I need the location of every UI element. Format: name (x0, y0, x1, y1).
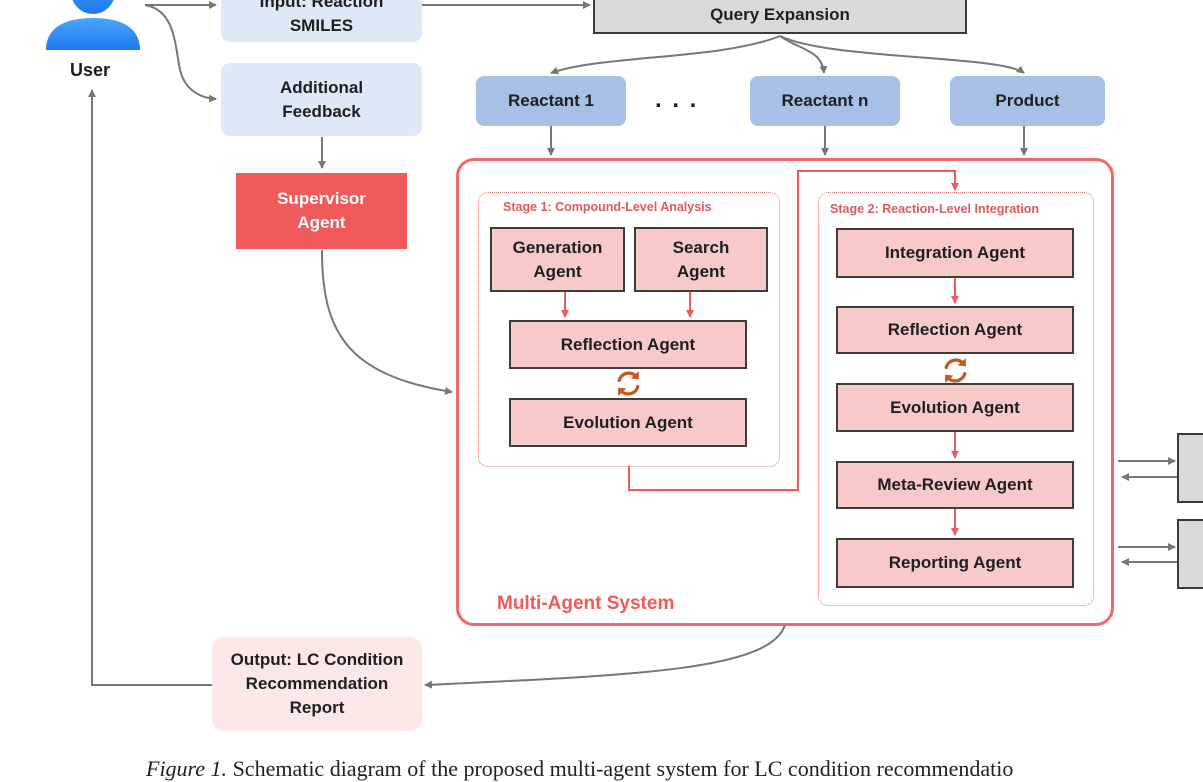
refresh-cycle-icon (617, 371, 640, 396)
external-tool-box-1 (1177, 433, 1203, 503)
generation-agent-box: Generation Agent (490, 227, 625, 292)
input-reaction-smiles-box: Input: Reaction SMILES (221, 0, 422, 42)
stage1-reflection-agent-box: Reflection Agent (509, 320, 747, 369)
meta-review-agent-box: Meta-Review Agent (836, 461, 1074, 509)
user-avatar-icon (46, 0, 140, 50)
search-agent-box: Search Agent (634, 227, 768, 292)
reactant-n-box: Reactant n (750, 76, 900, 126)
stage-2-container (818, 192, 1094, 606)
arrow-query-to-product (779, 35, 1025, 74)
arrow-output-to-user (88, 89, 212, 686)
product-box: Product (950, 76, 1105, 126)
arrow-system-to-output (424, 624, 786, 689)
figure-caption: Figure 1. Schematic diagram of the propo… (146, 756, 1013, 782)
stage2-reflection-agent-box: Reflection Agent (836, 306, 1074, 354)
caption-text: Schematic diagram of the proposed multi-… (227, 756, 1014, 781)
additional-feedback-box: Additional Feedback (221, 63, 422, 136)
reactant-ellipsis: . . . (655, 86, 699, 113)
arrow-user-to-feedback (144, 4, 217, 103)
stage-2-title: Stage 2: Reaction-Level Integration (830, 202, 1040, 216)
external-tool-box-2 (1177, 519, 1203, 589)
arrow-supervisor-to-system (321, 249, 453, 395)
query-expansion-box: Query Expansion (593, 0, 967, 34)
reporting-agent-box: Reporting Agent (836, 538, 1074, 588)
supervisor-agent-box: Supervisor Agent (236, 173, 407, 249)
stage-1-title: Stage 1: Compound-Level Analysis (503, 200, 712, 214)
output-report-box: Output: LC Condition Recommendation Repo… (212, 637, 422, 731)
user-label: User (70, 60, 111, 80)
multi-agent-system-frame (456, 158, 1114, 626)
multi-agent-system-label: Multi-Agent System (497, 593, 675, 614)
stage1-evolution-agent-box: Evolution Agent (509, 398, 747, 447)
arrow-query-to-reactantn (779, 35, 828, 74)
arrow-stage1-to-stage2 (628, 170, 959, 491)
caption-prefix: Figure 1. (146, 756, 228, 781)
stage2-evolution-agent-box: Evolution Agent (836, 383, 1074, 432)
arrow-query-to-reactant1 (550, 35, 781, 75)
reactant-1-box: Reactant 1 (476, 76, 626, 126)
refresh-cycle-icon (944, 358, 967, 383)
stage-1-container (478, 192, 780, 467)
integration-agent-box: Integration Agent (836, 228, 1074, 278)
